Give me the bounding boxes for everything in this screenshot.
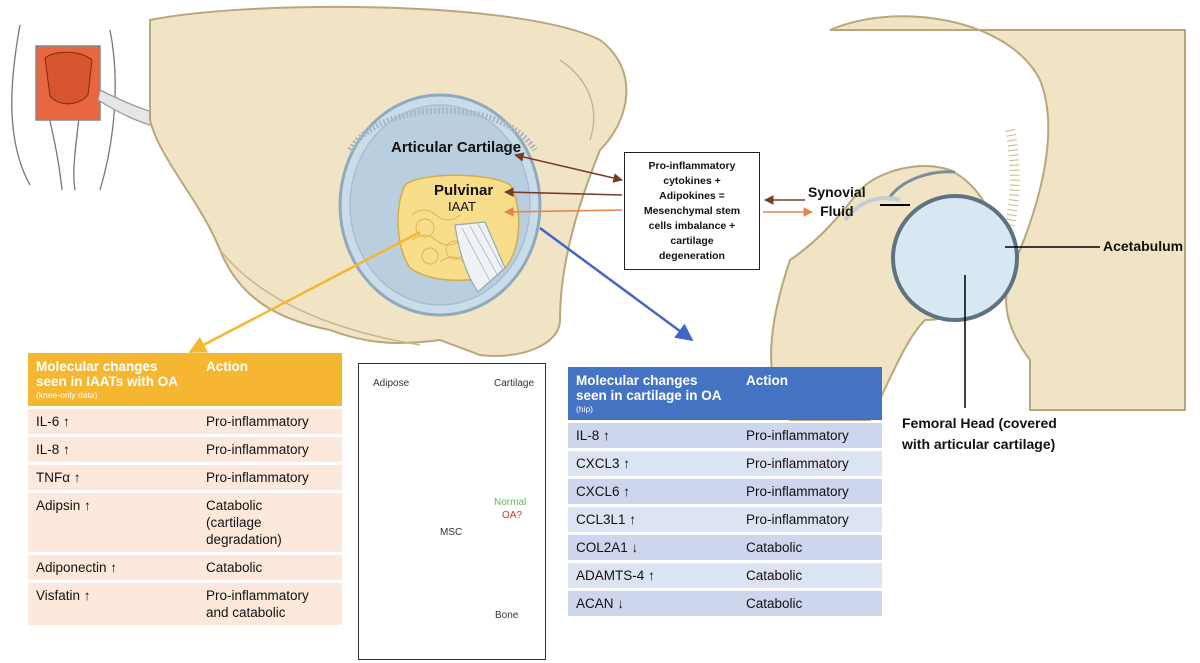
- msc-diagram-box: [358, 363, 546, 660]
- action-cell: Pro-inflammatory: [738, 507, 882, 532]
- molecule-cell: CXCL6 ↑: [568, 479, 738, 504]
- left-header-molecule: Molecular changes seen in IAATs with OA …: [28, 353, 198, 406]
- molecule-cell: IL-6 ↑: [28, 409, 198, 434]
- right-header-action: Action: [738, 367, 882, 420]
- pathway-summary-box: Pro-inflammatory cytokines + Adipokines …: [624, 152, 760, 270]
- table-row: CXCL6 ↑Pro-inflammatory: [568, 479, 882, 504]
- table-row: COL2A1 ↓Catabolic: [568, 535, 882, 560]
- table-row: TNFα ↑Pro-inflammatory: [28, 465, 342, 490]
- action-cell: Pro-inflammatory: [738, 479, 882, 504]
- action-cell: Pro-inflammatory and catabolic: [198, 583, 342, 625]
- action-cell: Catabolic: [198, 555, 342, 580]
- molecule-cell: IL-8 ↑: [28, 437, 198, 462]
- table-row: CXCL3 ↑Pro-inflammatory: [568, 451, 882, 476]
- action-cell: Pro-inflammatory: [738, 423, 882, 448]
- femoral-head: [891, 194, 1019, 322]
- action-cell: Pro-inflammatory: [738, 451, 882, 476]
- msc-normal-label: Normal: [494, 497, 527, 508]
- action-cell: Catabolic (cartilage degradation): [198, 493, 342, 552]
- action-cell: Catabolic: [738, 563, 882, 588]
- cartilage-molecular-table: Molecular changes seen in cartilage in O…: [568, 364, 882, 619]
- msc-oa-label: OA?: [502, 510, 523, 521]
- left-header-title: Molecular changes seen in IAATs with OA: [36, 359, 179, 389]
- table-row: ADAMTS-4 ↑Catabolic: [568, 563, 882, 588]
- molecule-cell: IL-8 ↑: [568, 423, 738, 448]
- table-row: Adipsin ↑Catabolic (cartilage degradatio…: [28, 493, 342, 552]
- signal-arrows: [188, 152, 813, 354]
- femoral-head-label: Femoral Head (covered with articular car…: [902, 415, 1057, 452]
- molecule-cell: Visfatin ↑: [28, 583, 198, 625]
- table-row: IL-8 ↑Pro-inflammatory: [28, 437, 342, 462]
- action-cell: Pro-inflammatory: [198, 437, 342, 462]
- msc-adipose-label: Adipose: [373, 378, 410, 389]
- table-row: CCL3L1 ↑Pro-inflammatory: [568, 507, 882, 532]
- acetabulum-label: Acetabulum: [1103, 238, 1184, 254]
- molecule-cell: ADAMTS-4 ↑: [568, 563, 738, 588]
- synovial-fluid-label: Synovial Fluid: [808, 184, 866, 219]
- action-cell: Pro-inflammatory: [198, 409, 342, 434]
- msc-label: MSC: [440, 527, 463, 538]
- table-row: ACAN ↓Catabolic: [568, 591, 882, 616]
- iaat-label: IAAT: [448, 199, 476, 214]
- right-header-molecule: Molecular changes seen in cartilage in O…: [568, 367, 738, 420]
- left-header-action: Action: [198, 353, 342, 406]
- table-row: IL-8 ↑Pro-inflammatory: [568, 423, 882, 448]
- ligamentum-teres: [454, 221, 506, 293]
- right-header-subtitle: (hip): [576, 404, 594, 414]
- msc-bone-label: Bone: [495, 610, 519, 621]
- action-cell: Catabolic: [738, 591, 882, 616]
- msc-cartilage-label: Cartilage: [494, 378, 535, 389]
- table-row: IL-6 ↑Pro-inflammatory: [28, 409, 342, 434]
- pulvinar-label: Pulvinar: [434, 182, 494, 199]
- iaat-molecular-table: Molecular changes seen in IAATs with OA …: [28, 350, 342, 628]
- molecule-cell: COL2A1 ↓: [568, 535, 738, 560]
- molecule-cell: ACAN ↓: [568, 591, 738, 616]
- table-row: Visfatin ↑Pro-inflammatory and catabolic: [28, 583, 342, 625]
- action-cell: Catabolic: [738, 535, 882, 560]
- articular-cartilage-label: Articular Cartilage: [391, 139, 522, 156]
- molecule-cell: CXCL3 ↑: [568, 451, 738, 476]
- molecule-cell: TNFα ↑: [28, 465, 198, 490]
- pelvis-bone-right: [829, 15, 1186, 411]
- molecule-cell: CCL3L1 ↑: [568, 507, 738, 532]
- right-header-title: Molecular changes seen in cartilage in O…: [576, 373, 722, 403]
- action-cell: Pro-inflammatory: [198, 465, 342, 490]
- table-row: Adiponectin ↑Catabolic: [28, 555, 342, 580]
- molecule-cell: Adiponectin ↑: [28, 555, 198, 580]
- left-header-subtitle: (knee-only data): [36, 390, 98, 400]
- molecule-cell: Adipsin ↑: [28, 493, 198, 552]
- thumbnail-pelvis-icon: [44, 51, 93, 105]
- pathway-summary-text: Pro-inflammatory cytokines + Adipokines …: [643, 159, 741, 262]
